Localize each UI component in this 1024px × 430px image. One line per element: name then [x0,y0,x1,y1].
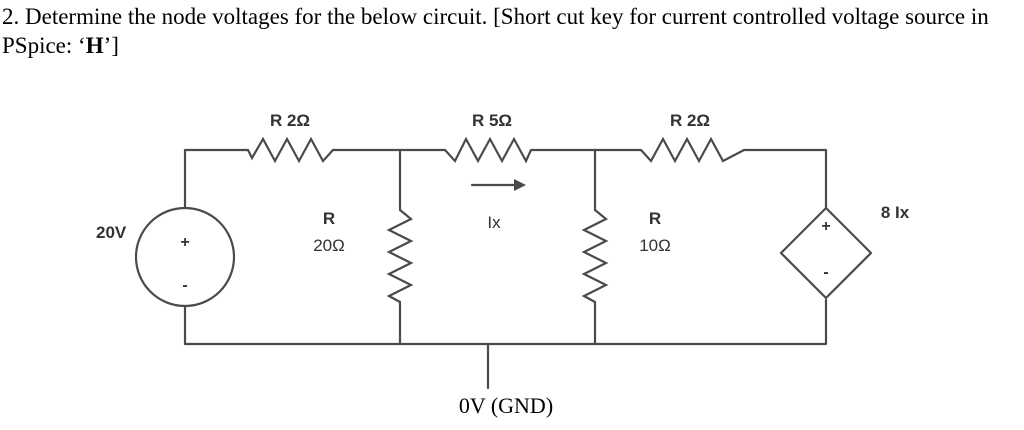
dep-source-plus: + [821,218,830,235]
dep-source-minus: - [823,264,828,281]
bottom-wire [183,298,828,346]
dependent-source-icon [779,206,873,300]
source-minus: - [182,277,187,294]
resistor-shunt-left [386,209,414,303]
question-text: 2. Determine the node voltages for the b… [2,2,1022,60]
top-wire-left [183,148,250,210]
r-top-left-label: R 2Ω [270,111,310,130]
source-label: 20V [96,223,127,242]
top-wire-right [742,148,828,210]
current-arrow-icon [514,179,526,191]
source-plus: + [180,234,189,251]
r-shunt-left-name: R [323,209,335,228]
question-suffix: ’] [103,33,119,58]
resistor-top-left [247,136,334,164]
voltage-source-icon [134,206,236,308]
dep-source-label: 8 Ix [881,203,910,222]
ground-label: 0V (GND) [459,393,553,418]
shortcut-key: H [85,33,104,58]
resistor-top-mid [444,136,533,164]
r-shunt-right-name: R [649,209,661,228]
current-label: Ix [487,213,501,232]
r-top-mid-label: R 5Ω [472,111,512,130]
question-prefix: 2. Determine the node voltages for the b… [2,4,989,58]
r-top-right-label: R 2Ω [670,111,710,130]
r-shunt-right-value: 10Ω [639,236,671,255]
r-shunt-left-value: 20Ω [313,236,345,255]
resistor-top-right [640,136,745,164]
resistor-shunt-right [581,209,609,303]
